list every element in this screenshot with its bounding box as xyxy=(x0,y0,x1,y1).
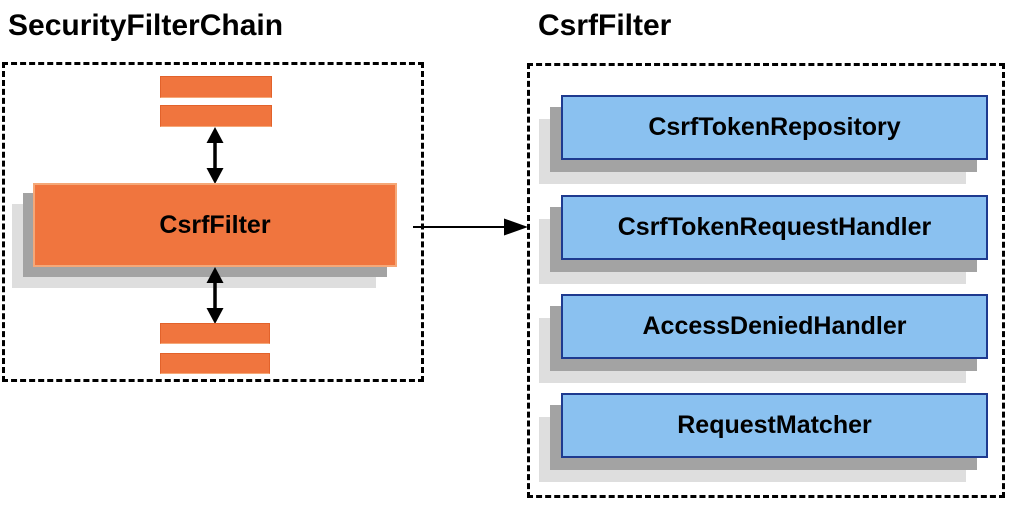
csrf-filter-box-label: CsrfFilter xyxy=(159,210,271,239)
request-bar-bottom-2 xyxy=(160,353,270,374)
request-bar-top-2 xyxy=(160,105,272,127)
csrf-filter-title: CsrfFilter xyxy=(538,9,672,42)
component-box-request-matcher: RequestMatcher xyxy=(561,393,988,458)
up-down-arrow-icon xyxy=(206,267,224,324)
request-bar-bottom-1 xyxy=(160,323,270,344)
component-label: CsrfTokenRequestHandler xyxy=(617,213,932,241)
component-label: AccessDeniedHandler xyxy=(642,312,907,340)
component-box-csrf-token-request-handler: CsrfTokenRequestHandler xyxy=(561,195,988,260)
request-bar-top-1 xyxy=(160,76,272,98)
security-filter-chain-title: SecurityFilterChain xyxy=(8,9,284,42)
up-down-arrow-icon xyxy=(206,127,224,184)
right-arrow-icon xyxy=(413,218,528,236)
component-box-access-denied-handler: AccessDeniedHandler xyxy=(561,294,988,359)
component-label: RequestMatcher xyxy=(677,411,872,439)
component-box-csrf-token-repository: CsrfTokenRepository xyxy=(561,95,988,160)
csrf-filter-panel: CsrfTokenRepository CsrfTokenRequestHand… xyxy=(527,63,1005,498)
component-label: CsrfTokenRepository xyxy=(648,113,901,141)
security-filter-chain-panel: CsrfFilter xyxy=(2,62,424,382)
csrf-filter-box: CsrfFilter xyxy=(33,183,397,267)
